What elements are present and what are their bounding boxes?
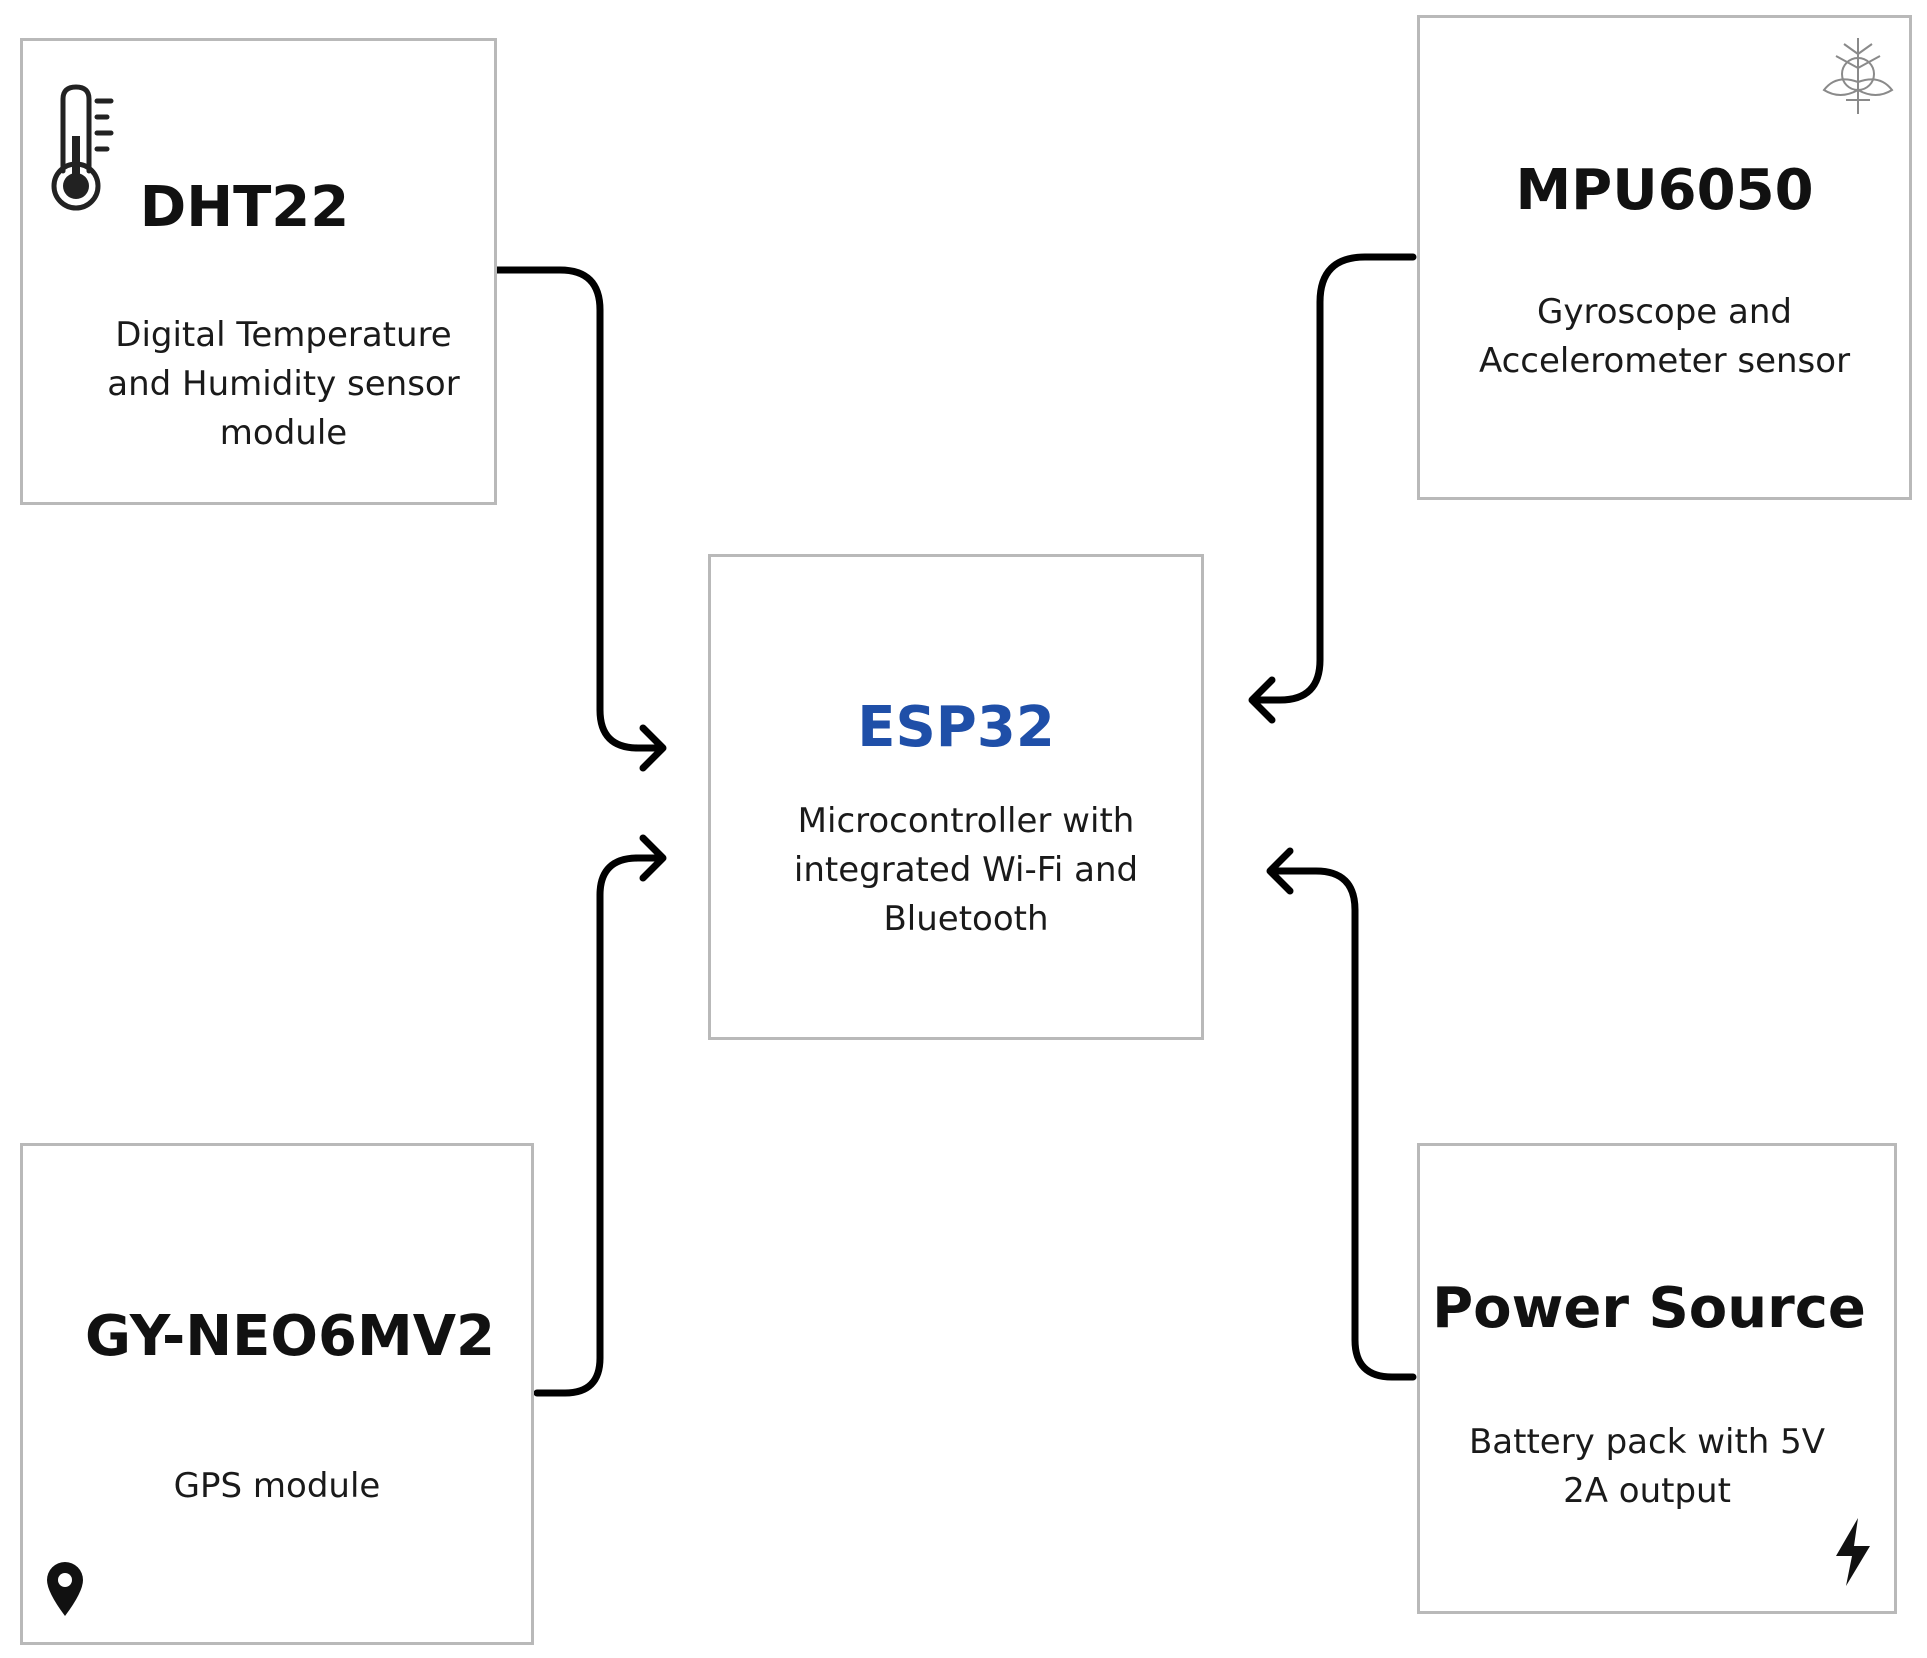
node-dht22: DHT22 Digital Temperature and Humidity s…: [20, 38, 497, 505]
gps-title: GY-NEO6MV2: [84, 1304, 496, 1369]
edge-power-esp32: [1268, 867, 1417, 1381]
edge-dht22-esp32: [493, 266, 664, 752]
thermometer-icon: [41, 81, 121, 213]
node-esp32: ESP32 Microcontroller with integrated Wi…: [708, 554, 1204, 1040]
arrowhead-dht22-esp32: [639, 724, 667, 772]
arrowhead-gps-esp32: [639, 834, 667, 882]
edge-mpu6050-esp32: [1251, 253, 1417, 704]
dht22-title: DHT22: [139, 175, 350, 240]
lightning-bolt-icon: [1830, 1516, 1876, 1588]
node-mpu6050: MPU6050 Gyroscope and Accelerometer sens…: [1417, 15, 1912, 500]
mpu6050-title: MPU6050: [1515, 158, 1814, 223]
dht22-description: Digital Temperature and Humidity sensor …: [107, 315, 460, 453]
edge-gps-esp32: [533, 854, 664, 1397]
mpu6050-description: Gyroscope and Accelerometer sensor: [1478, 292, 1851, 381]
logo-watermark-icon: [1816, 34, 1900, 118]
arrowhead-power-esp32: [1266, 847, 1294, 895]
power-title: Power Source: [1432, 1276, 1866, 1341]
esp32-title: ESP32: [857, 695, 1055, 760]
node-power: Power Source Battery pack with 5V 2A out…: [1417, 1143, 1897, 1614]
location-pin-icon: [43, 1560, 87, 1618]
power-description: Battery pack with 5V 2A output: [1468, 1422, 1826, 1511]
node-gps: GY-NEO6MV2 GPS module: [20, 1143, 534, 1645]
gps-description: GPS module: [173, 1466, 381, 1506]
arrowhead-mpu6050-esp32: [1248, 676, 1276, 724]
esp32-description: Microcontroller with integrated Wi-Fi an…: [793, 801, 1139, 939]
